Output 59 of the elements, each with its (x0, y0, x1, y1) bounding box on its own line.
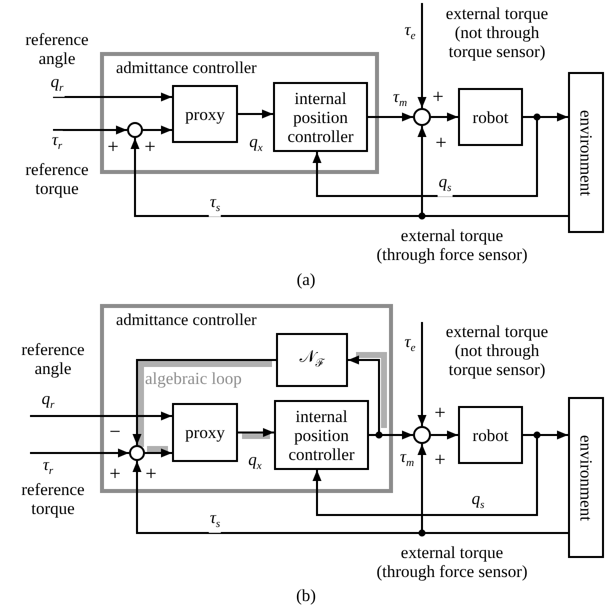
sign-label: + (434, 450, 446, 470)
block (274, 400, 369, 470)
controller-group (100, 304, 393, 493)
annotation-text: reference angle (20, 340, 86, 378)
arrow (145, 448, 172, 458)
annotation-text: (a) (296, 270, 316, 289)
block-label: environment (576, 434, 596, 520)
block (172, 85, 238, 143)
annotation-text: external torque (not through torque sensor) (444, 4, 550, 61)
arrow (30, 448, 129, 458)
block (568, 397, 604, 558)
block (172, 403, 238, 462)
arrow (53, 126, 127, 134)
sign-label: + (432, 87, 444, 107)
annotation-text: external torque (not through torque sensor) (444, 322, 550, 379)
block-label: internal position controller (287, 406, 356, 464)
sign-label: + (435, 133, 447, 153)
block-label: 𝒩$_{ℱ}$ (300, 346, 324, 372)
block-label: internal position controller (286, 88, 355, 146)
block-label: environment (576, 110, 596, 196)
loop-label: algebraic loop (145, 369, 243, 388)
sign-label: + (145, 464, 157, 484)
annotation-text: reference torque (20, 480, 86, 518)
block-label: proxy (185, 104, 225, 124)
group-title: admittance controller (116, 310, 257, 330)
sign-label: + (107, 137, 119, 157)
arrow (418, 3, 426, 108)
group-title: admittance controller (116, 58, 257, 78)
summing-junction (413, 108, 431, 126)
annotation-text: external torque (through force sensor) (375, 543, 529, 581)
arrow (418, 322, 426, 426)
block-label: proxy (185, 423, 225, 442)
arrow (132, 359, 276, 445)
annotation-text: (b) (295, 586, 317, 605)
block-label: robot (472, 426, 508, 444)
block (458, 88, 523, 146)
sign-label: + (144, 137, 156, 157)
arrow (431, 430, 458, 440)
sign-label: − (109, 422, 121, 442)
summing-junction (413, 426, 431, 444)
block-label: robot (472, 108, 508, 126)
sign-label: + (434, 403, 446, 423)
block (568, 72, 604, 233)
arrow (238, 110, 273, 118)
block (273, 82, 368, 152)
summing-junction (129, 445, 145, 461)
controller-group (100, 52, 379, 174)
arrow (431, 112, 458, 122)
block (458, 406, 523, 464)
arrow (143, 126, 172, 134)
arrow (368, 112, 413, 122)
arrow (53, 92, 172, 102)
sign-label: + (109, 464, 121, 484)
arrow (30, 412, 172, 420)
summing-junction (127, 122, 143, 138)
arrow (238, 428, 274, 437)
annotation-text: reference torque (24, 160, 90, 198)
annotation-text: external torque (through force sensor) (375, 226, 529, 264)
block (276, 333, 348, 387)
